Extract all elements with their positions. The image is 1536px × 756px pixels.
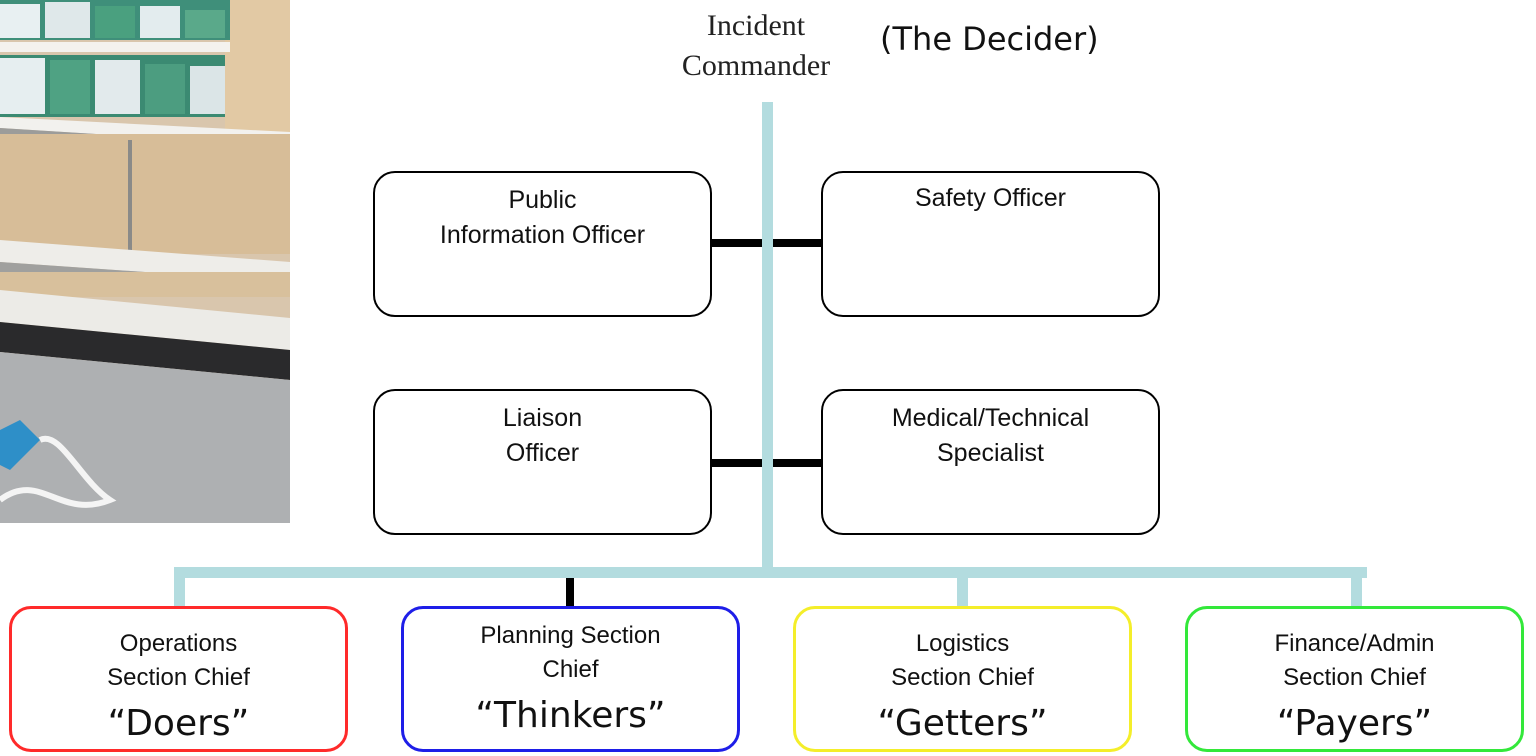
commander-title-line1: Incident [706,9,806,42]
store-shelves-photo [0,0,290,523]
logistics-drop-line [957,567,968,607]
vertical-trunk-line [762,102,773,575]
staff-label-line1: Medical/Technical [891,404,1090,432]
section-label-line1: Operations [119,630,238,657]
staff-connector-lower-left [710,459,762,467]
finance-drop-line [1351,567,1362,607]
staff-label-line1: Liaison [502,404,583,432]
commander-title-line2: Commander [681,49,831,82]
staff-connector-upper-right [773,239,823,247]
section-label-line2: Chief [542,656,599,683]
planning-drop-line [566,578,574,608]
horizontal-section-bar [174,567,1367,578]
section-nickname: “Payers” [1276,703,1433,744]
liaison-officer-box: Liaison Officer [373,389,712,535]
section-nickname: “Getters” [877,703,1048,744]
staff-label-line1: Safety Officer [915,184,1066,212]
staff-label-line2: Information Officer [439,221,646,249]
decider-note: (The Decider) [880,20,1099,58]
section-nickname: “Thinkers” [475,695,666,736]
operations-drop-line [174,567,185,607]
section-label-line1: Planning Section [480,622,661,649]
safety-officer-box: Safety Officer [821,171,1160,317]
medical-technical-specialist-box: Medical/Technical Specialist [821,389,1160,535]
logistics-section-box: Logistics Section Chief “Getters” [793,606,1132,752]
operations-section-box: Operations Section Chief “Doers” [9,606,348,752]
section-label-line2: Section Chief [107,664,250,691]
staff-connector-upper-left [710,239,762,247]
section-label-line2: Section Chief [1283,664,1426,691]
staff-connector-lower-right [773,459,823,467]
staff-label-line2: Specialist [937,439,1044,467]
section-label-line2: Section Chief [891,664,1034,691]
public-information-officer-box: Public Information Officer [373,171,712,317]
section-nickname: “Doers” [107,703,250,744]
planning-section-box: Planning Section Chief “Thinkers” [401,606,740,752]
finance-admin-section-box: Finance/Admin Section Chief “Payers” [1185,606,1524,752]
staff-label-line2: Officer [505,439,580,467]
staff-label-line1: Public [508,186,577,214]
incident-commander-title: Incident Commander [640,6,872,86]
section-label-line1: Logistics [915,630,1010,657]
section-label-line1: Finance/Admin [1274,630,1435,657]
